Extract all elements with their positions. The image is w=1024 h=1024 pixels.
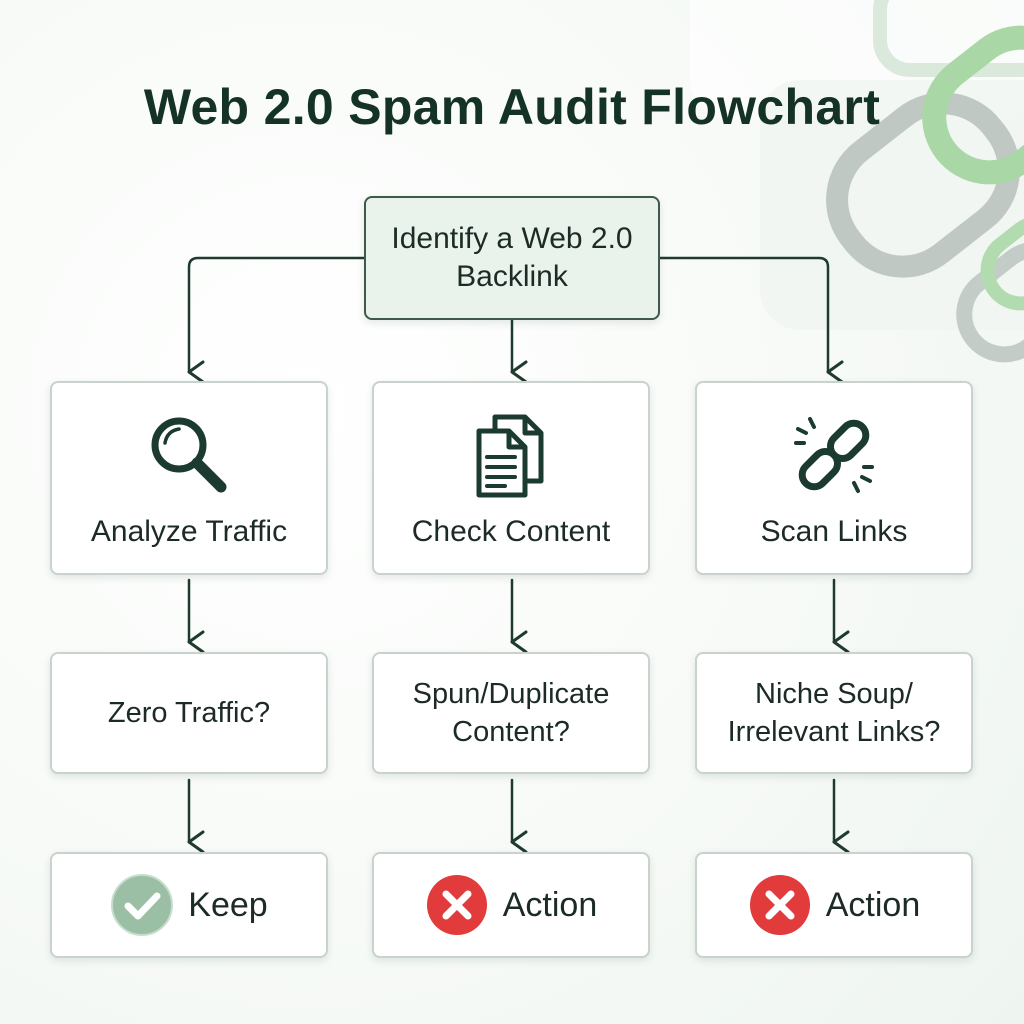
question-irrelevant-links: Niche Soup/ Irrelevant Links? [695, 652, 973, 774]
outcome-action-links: Action [695, 852, 973, 958]
question-duplicate-content: Spun/Duplicate Content? [372, 652, 650, 774]
step-check-content: Check Content [372, 381, 650, 575]
question-label: Niche Soup/ Irrelevant Links? [727, 678, 941, 748]
step-label: Check Content [411, 515, 611, 548]
question-label: Spun/Duplicate Content? [412, 678, 610, 748]
documents-icon [476, 414, 544, 498]
question-zero-traffic: Zero Traffic? [50, 652, 328, 774]
step-label: Analyze Traffic [90, 515, 288, 548]
x-icon [749, 875, 810, 935]
check-icon [111, 874, 174, 936]
outcome-label: Action [825, 885, 921, 924]
step-scan-links: Scan Links [695, 381, 973, 575]
magnifier-icon [151, 417, 227, 493]
root-label: Identify a Web 2.0 Backlink [391, 222, 633, 293]
page-title: Web 2.0 Spam Audit Flowchart [143, 79, 881, 135]
connector-root-to-traffic [187, 256, 366, 384]
x-icon [426, 875, 487, 935]
step-analyze-traffic: Analyze Traffic [50, 381, 328, 575]
connector-root-to-links [658, 256, 844, 384]
outcome-label: Keep [188, 885, 268, 924]
step-label: Scan Links [760, 515, 908, 548]
outcome-action-content: Action [372, 852, 650, 958]
question-label: Zero Traffic? [107, 697, 271, 729]
outcome-label: Action [502, 885, 598, 924]
outcome-keep: Keep [50, 852, 328, 958]
root-node: Identify a Web 2.0 Backlink [364, 196, 660, 320]
broken-link-icon [794, 417, 874, 493]
